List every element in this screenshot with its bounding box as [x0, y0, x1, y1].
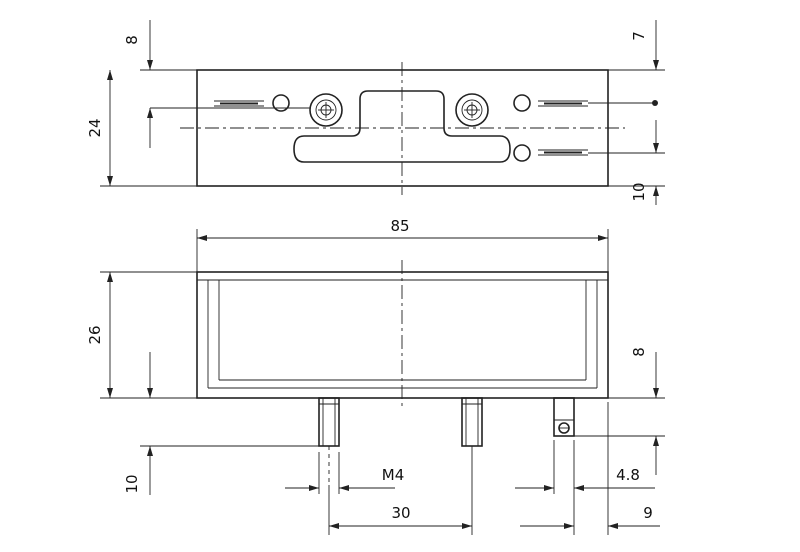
- top-view: [150, 62, 665, 195]
- dim-pin-diameter: 4.8: [616, 466, 640, 484]
- front-view: [196, 260, 609, 485]
- pin-slot-left: [214, 100, 264, 107]
- dim-right-body-offset: 8: [630, 347, 648, 357]
- screw-left: [309, 93, 343, 127]
- hole-right-lower: [513, 144, 531, 162]
- pin-right: [553, 397, 575, 437]
- dim-edge-to-pin: 9: [643, 504, 653, 522]
- slot-outline: [293, 90, 511, 163]
- pin-center: [461, 397, 483, 447]
- dim-plate-height: 24: [86, 118, 104, 137]
- dim-top-offset: 8: [123, 35, 141, 45]
- overall-width-dimension: 85: [196, 217, 609, 275]
- dim-pin-spacing: 30: [391, 504, 410, 522]
- dim-body-height: 26: [86, 325, 104, 344]
- hole-left: [272, 94, 290, 112]
- screw-right: [455, 93, 489, 127]
- dim-right-lower-offset: 10: [630, 182, 648, 201]
- body-outline: [196, 271, 609, 399]
- pin-slot-right-lower: [538, 149, 588, 156]
- pin-left: [318, 397, 340, 485]
- top-dimensions: 8 24 7 10: [86, 20, 665, 205]
- dimension-dot: [652, 100, 658, 106]
- pin-slot-right-upper: [538, 100, 588, 107]
- dim-top-right-offset: 7: [630, 31, 648, 41]
- hole-right-upper: [513, 94, 531, 112]
- dim-overall-width: 85: [390, 217, 409, 235]
- front-dimensions: 26 10 8 M4 30 4.8 9: [86, 271, 665, 535]
- dim-pin-length: 10: [123, 474, 141, 493]
- dim-thread: M4: [382, 466, 405, 484]
